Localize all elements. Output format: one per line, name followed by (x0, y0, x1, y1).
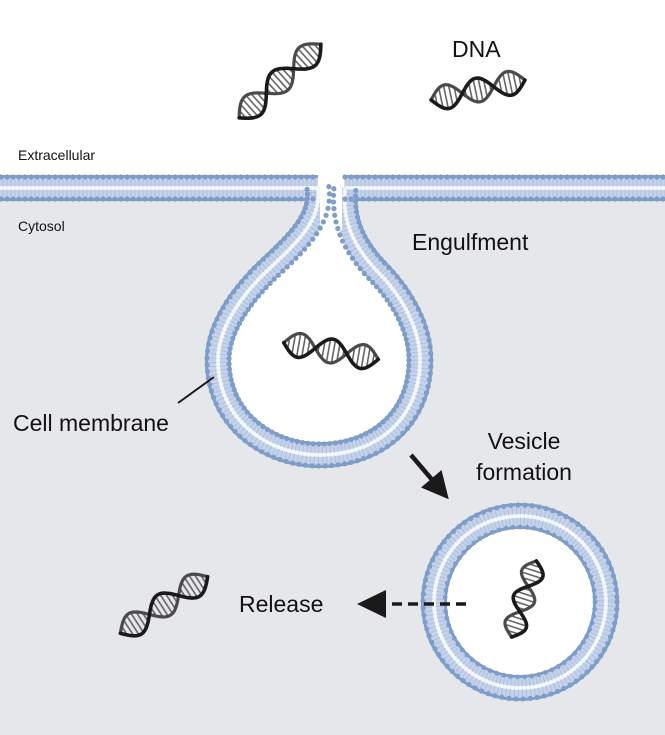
release-label: Release (239, 591, 324, 617)
dna-icon (503, 559, 545, 639)
engulfment-label: Engulfment (412, 229, 529, 255)
extracellular-space (0, 0, 665, 195)
cell-membrane-label: Cell membrane (13, 410, 169, 436)
dna-icon (281, 331, 381, 371)
vesicle-formation-label-line2: formation (476, 459, 572, 485)
lipid-heads (0, 174, 665, 702)
cell-membrane-callout-line (177, 376, 215, 404)
dashed-arrow-left-icon (357, 590, 466, 618)
extracellular-label: Extracellular (18, 147, 96, 163)
vesicle-formation-label-line1: Vesicle (487, 428, 561, 454)
dna-icon (237, 42, 323, 120)
dna-label: DNA (452, 36, 501, 62)
arrow-down-right-icon (409, 453, 449, 500)
dna-icon (118, 572, 210, 638)
cell-membrane (0, 175, 665, 701)
dna-icon (429, 69, 527, 111)
cytosol-label: Cytosol (18, 218, 65, 234)
